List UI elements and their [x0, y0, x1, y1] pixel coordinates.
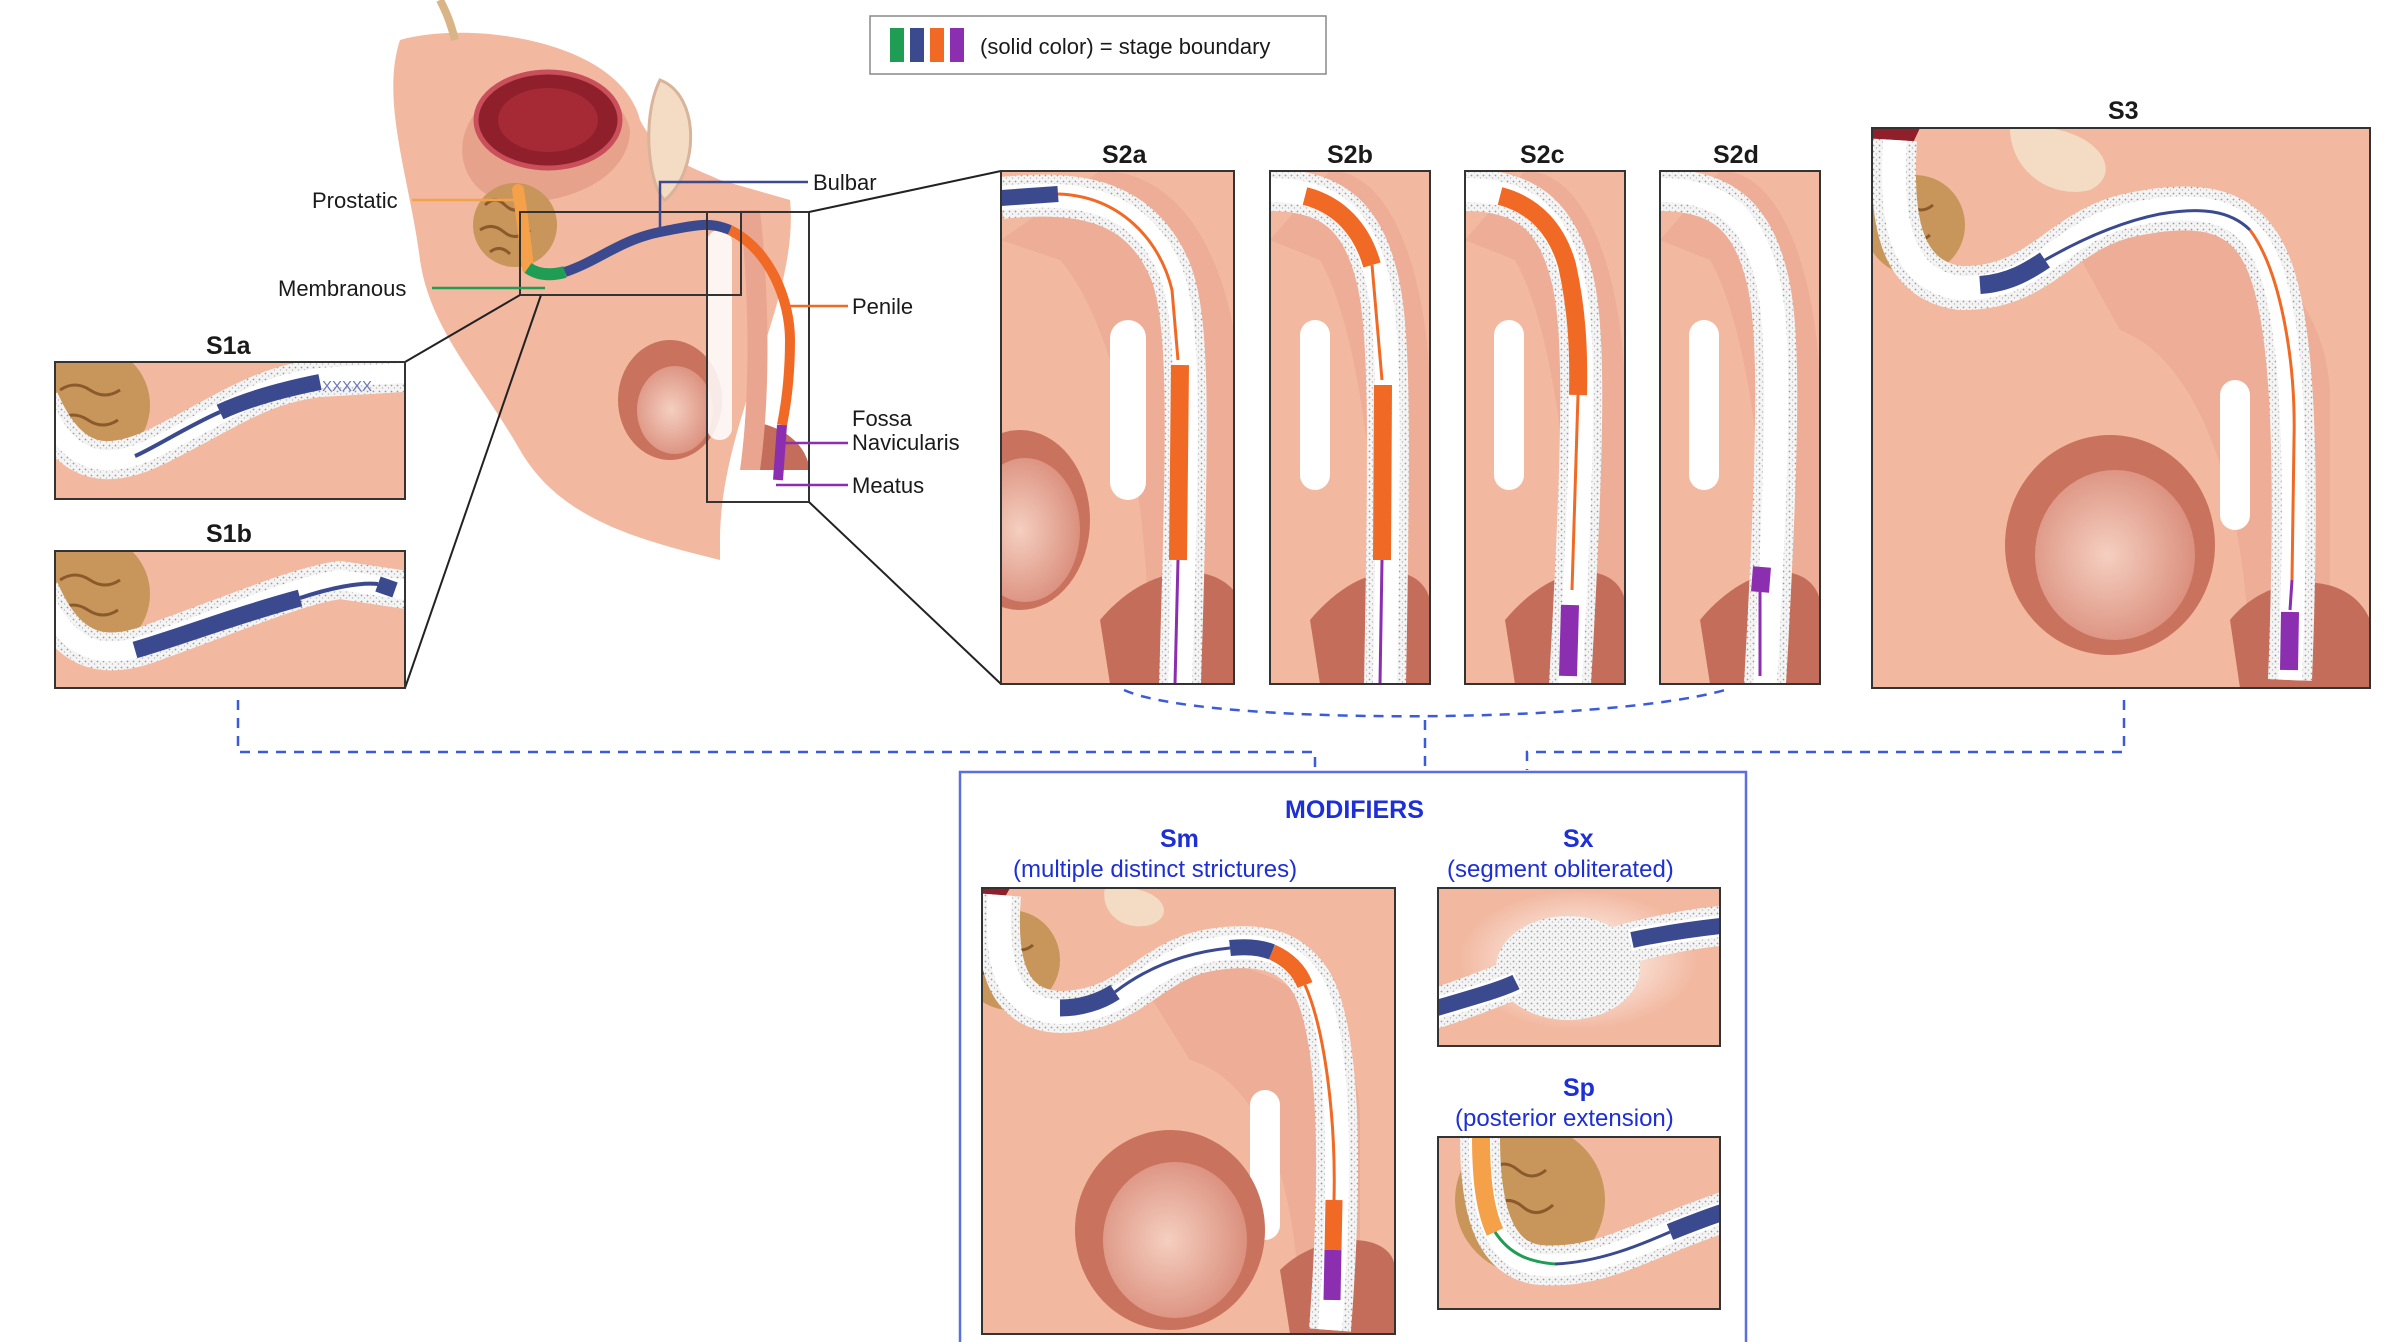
- dashed-connectors: [238, 690, 2124, 770]
- stage-s2d-title: S2d: [1713, 141, 1759, 169]
- modifier-sx-panel: [1430, 888, 1730, 1046]
- stage-s1b-panel: S1b: [30, 520, 420, 688]
- modifier-sp-desc: (posterior extension): [1455, 1105, 1674, 1132]
- legend-swatch-blue: [910, 28, 924, 62]
- stage-s3-title: S3: [2108, 97, 2139, 125]
- stage-s2d-panel: S2d: [1660, 141, 1820, 684]
- modifier-sx-desc: (segment obliterated): [1447, 856, 1674, 883]
- label-penile: Penile: [852, 294, 913, 319]
- label-fossa: Fossa: [852, 406, 913, 431]
- label-membranous: Membranous: [278, 276, 406, 301]
- stage-s2a-panel: S2a: [950, 141, 1240, 684]
- legend-swatch-orange: [930, 28, 944, 62]
- legend-swatch-green: [890, 28, 904, 62]
- label-prostatic: Prostatic: [312, 188, 398, 213]
- stage-s2a-title: S2a: [1102, 141, 1148, 169]
- stage-s2c-panel: S2c: [1465, 141, 1625, 684]
- stage-s1b-title: S1b: [206, 520, 252, 548]
- label-navicularis: Navicularis: [852, 430, 960, 455]
- legend-text: (solid color) = stage boundary: [980, 34, 1270, 59]
- stage-s1a-title: S1a: [206, 332, 252, 360]
- legend: (solid color) = stage boundary: [870, 16, 1326, 74]
- modifier-sp-panel: [1438, 1125, 1730, 1309]
- stage-s2c-title: S2c: [1520, 141, 1565, 169]
- legend-swatch-purple: [950, 28, 964, 62]
- modifier-sm-code: Sm: [1160, 825, 1199, 853]
- main-anatomy-illustration: [393, 0, 1001, 688]
- modifiers-heading: MODIFIERS: [1285, 796, 1424, 824]
- modifiers-box: MODIFIERS Sm (multiple distinct strictur…: [960, 772, 1746, 1342]
- s1a-stricture-marker: XXXXX: [322, 378, 372, 395]
- modifier-sm-desc: (multiple distinct strictures): [1013, 856, 1297, 883]
- label-meatus: Meatus: [852, 473, 924, 498]
- stage-s1a-panel: S1a XXXXX: [30, 332, 420, 499]
- label-bulbar: Bulbar: [813, 170, 877, 195]
- modifier-sx-code: Sx: [1563, 825, 1594, 853]
- modifier-sp-code: Sp: [1563, 1074, 1595, 1102]
- stage-s3-panel: S3: [1865, 97, 2370, 688]
- stage-s2b-panel: S2b: [1270, 141, 1430, 684]
- modifier-sm-panel: [960, 887, 1395, 1334]
- stage-s2b-title: S2b: [1327, 141, 1373, 169]
